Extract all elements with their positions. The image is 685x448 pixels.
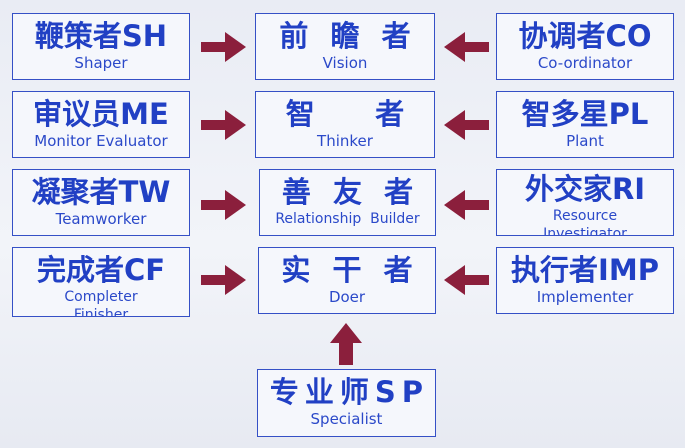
- role-cn: 智多星PL: [521, 97, 649, 131]
- role-box-monitor-evaluator: 审议员ME Monitor Evaluator: [12, 91, 190, 158]
- role-box-relationship-builder: 善 友 者 Relationship Builder: [259, 169, 436, 236]
- role-cn: 外交家RI: [524, 172, 646, 206]
- role-cn: 实 干 者: [281, 253, 419, 287]
- role-en: Thinker: [317, 132, 373, 150]
- role-en: Specialist: [310, 410, 383, 428]
- arrow-right-icon: [201, 265, 246, 295]
- role-box-shaper: 鞭策者SH Shaper: [12, 13, 190, 80]
- role-box-teamworker: 凝聚者TW Teamworker: [12, 169, 190, 236]
- arrow-right-icon: [201, 190, 246, 220]
- role-cn: 凝聚者TW: [31, 175, 171, 209]
- role-cn: 善 友 者: [281, 175, 420, 209]
- role-cn: 完成者CF: [36, 253, 166, 287]
- role-cn: 协调者CO: [518, 19, 652, 53]
- role-box-thinker: 智 者 Thinker: [255, 91, 435, 158]
- role-en-line2: Finisher: [73, 307, 129, 317]
- role-en-line1: Resource: [552, 208, 618, 224]
- arrow-left-icon: [444, 32, 489, 62]
- role-cn: 审议员ME: [33, 97, 169, 131]
- role-cn: 专业师SP: [269, 375, 430, 409]
- role-en-line1: Completer: [64, 289, 138, 305]
- role-box-co-ordinator: 协调者CO Co-ordinator: [496, 13, 674, 80]
- role-cn: 鞭策者SH: [34, 19, 168, 53]
- arrow-left-icon: [444, 110, 489, 140]
- role-box-specialist: 专业师SP Specialist: [257, 369, 436, 437]
- role-en: Plant: [566, 132, 604, 150]
- role-en: Relationship Builder: [275, 211, 420, 227]
- role-cn: 执行者IMP: [511, 253, 659, 287]
- role-en: Doer: [328, 288, 366, 306]
- role-box-resource-investigator: 外交家RI Resource Investigator: [496, 169, 674, 236]
- role-box-completer-finisher: 完成者CF Completer Finisher: [12, 247, 190, 317]
- arrow-up-icon: [330, 323, 362, 365]
- role-cn: 智 者: [285, 97, 405, 131]
- role-en: Teamworker: [55, 210, 147, 228]
- role-box-vision: 前 瞻 者 Vision: [255, 13, 435, 80]
- role-en: Shaper: [74, 54, 128, 72]
- arrow-right-icon: [201, 110, 246, 140]
- role-box-plant: 智多星PL Plant: [496, 91, 674, 158]
- arrow-left-icon: [444, 265, 489, 295]
- arrow-right-icon: [201, 32, 246, 62]
- arrow-left-icon: [444, 190, 489, 220]
- role-en: Implementer: [536, 288, 634, 306]
- role-en: Monitor Evaluator: [34, 132, 168, 150]
- role-en-line2: Investigator: [543, 226, 627, 236]
- role-box-implementer: 执行者IMP Implementer: [496, 247, 674, 314]
- role-en: Co-ordinator: [537, 54, 633, 72]
- role-cn: 前 瞻 者: [279, 19, 417, 53]
- role-en: Vision: [322, 54, 368, 72]
- role-box-doer: 实 干 者 Doer: [258, 247, 436, 314]
